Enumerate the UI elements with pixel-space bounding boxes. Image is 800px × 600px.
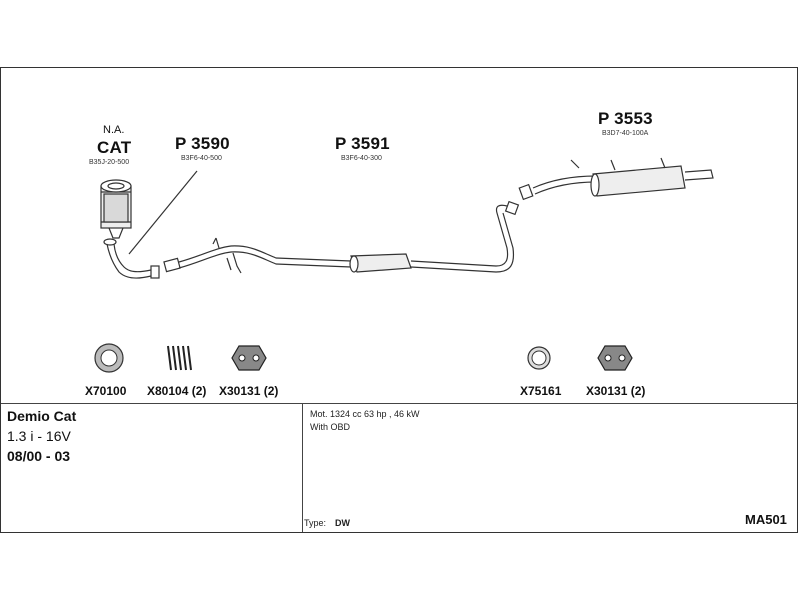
table-divider (1, 403, 797, 404)
engine-spec: Mot. 1324 cc 63 hp , 46 kW (310, 409, 420, 419)
accessory-label: X70100 (85, 384, 127, 398)
accessory-icons (94, 343, 633, 373)
cat-na-label: N.A. (103, 124, 125, 136)
type-value: DW (335, 518, 350, 528)
part-p3590-code: B3F6-40-500 (181, 155, 222, 162)
catalytic-converter (100, 179, 132, 239)
middle-pipe-p3591 (163, 200, 520, 274)
type-label: Type: (304, 518, 327, 528)
accessory-label: X80104 (2) (147, 384, 207, 398)
cat-code: B35J-20-500 (89, 159, 130, 166)
rubber-hanger-icon (231, 345, 267, 371)
table-column-divider (302, 403, 303, 532)
obd-spec: With OBD (310, 422, 351, 432)
part-p3591-code: B3F6-40-300 (341, 155, 382, 162)
accessory-label: X30131 (2) (219, 384, 279, 398)
part-p3553-code: B3D7-40-100A (602, 130, 649, 137)
rubber-hanger-icon (597, 345, 633, 371)
front-pipe-p3590 (103, 170, 198, 279)
accessory-label: X30131 (2) (586, 384, 646, 398)
part-p3590-number: P 3590 (175, 134, 230, 153)
accessory-label: X75161 (520, 384, 562, 398)
cat-label: CAT (97, 138, 132, 157)
reference-code: MA501 (745, 512, 787, 527)
rear-silencer-p3553 (518, 157, 714, 201)
vehicle-engine: 1.3 i - 16V (7, 428, 71, 444)
small-ring-icon (527, 346, 551, 370)
ring-gasket-icon (94, 343, 124, 373)
spring-icon (167, 345, 192, 371)
exhaust-diagram-sheet: N.A. CAT B35J-20-500 P 3590 B3F6-40-500 … (0, 67, 798, 533)
part-p3591-number: P 3591 (335, 134, 390, 153)
vehicle-years: 08/00 - 03 (7, 448, 71, 464)
part-p3553-number: P 3553 (598, 109, 653, 128)
exhaust-system-drawing (94, 157, 714, 373)
vehicle-model: Demio Cat (7, 408, 77, 424)
